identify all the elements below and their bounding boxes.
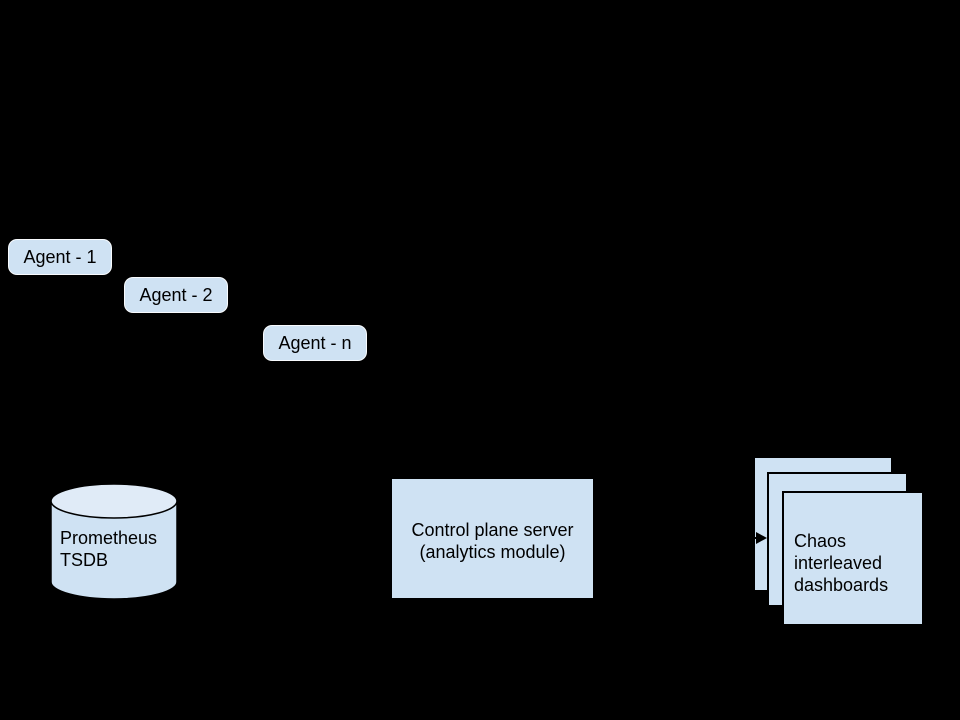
database-cylinder-icon (50, 483, 178, 600)
dashboards-label-line2: interleaved (794, 553, 883, 573)
agent-1-label: Agent - 1 (23, 246, 97, 267)
control-plane-node: Control plane server (analytics module) (392, 479, 593, 598)
prometheus-tsdb-label-line2: TSDB (60, 550, 109, 570)
control-plane-label-line2: (analytics module) (419, 541, 566, 562)
prometheus-tsdb-label: Prometheus TSDB (60, 527, 157, 571)
control-plane-label-line1: Control plane server (411, 519, 574, 540)
agent-node-n: Agent - n (263, 325, 367, 361)
dashboards-label-line3: dashboards (794, 575, 889, 595)
agent-node-2: Agent - 2 (124, 277, 228, 313)
agent-node-1: Agent - 1 (8, 239, 112, 275)
prometheus-tsdb-label-line1: Prometheus (60, 528, 158, 548)
dashboards-label-line1: Chaos (794, 531, 847, 551)
agent-n-label: Agent - n (278, 332, 352, 353)
agent-2-label: Agent - 2 (139, 284, 213, 305)
dashboard-card-front: Chaos interleaved dashboards (782, 491, 924, 626)
